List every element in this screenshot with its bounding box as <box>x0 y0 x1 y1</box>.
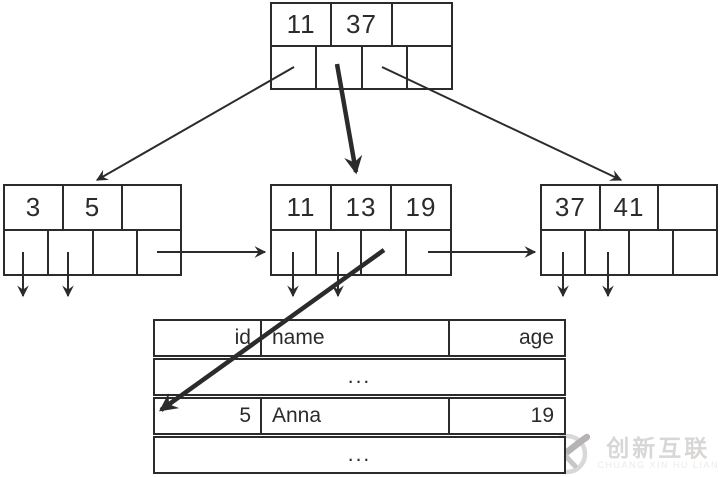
table-header-row: id name age <box>153 319 566 357</box>
pointer-cell <box>630 231 674 274</box>
key-cell: 11 <box>272 186 332 229</box>
table-data-row: 5 Anna 19 <box>153 397 566 435</box>
key-cell: 37 <box>332 4 393 45</box>
data-cell-id: 5 <box>155 399 262 433</box>
tree-node-leaf-middle: 11 13 19 <box>270 184 452 276</box>
table-ellipsis-row: ... <box>153 436 566 474</box>
pointer-cell <box>362 231 407 274</box>
pointer-cell <box>49 231 94 274</box>
key-cell: 41 <box>601 186 660 229</box>
table-ellipsis-row: ... <box>153 358 566 396</box>
key-cell: 5 <box>64 186 123 229</box>
pointer-row <box>272 231 450 274</box>
key-cell-empty <box>659 186 716 229</box>
key-row: 11 37 <box>272 4 451 47</box>
key-cell-empty <box>393 4 451 45</box>
ellipsis-text: ... <box>347 443 372 466</box>
key-row: 3 5 <box>5 186 180 231</box>
tree-node-leaf-left: 3 5 <box>3 184 182 276</box>
pointer-row <box>542 231 716 274</box>
pointer-cell <box>317 47 363 88</box>
key-cell-empty <box>123 186 180 229</box>
data-cell-name: Anna <box>262 399 450 433</box>
pointer-cell <box>407 231 450 274</box>
key-cell: 3 <box>5 186 64 229</box>
key-row: 37 41 <box>542 186 716 231</box>
header-cell-id: id <box>155 321 262 355</box>
pointer-row <box>5 231 180 274</box>
pointer-cell <box>94 231 138 274</box>
pointer-cell <box>542 231 586 274</box>
watermark-subtitle: CHUANG XIN HU LIAN <box>597 460 719 471</box>
pointer-cell <box>317 231 362 274</box>
pointer-row <box>272 47 451 88</box>
ellipsis-text: ... <box>347 365 372 388</box>
key-cell: 37 <box>542 186 601 229</box>
tree-node-root: 11 37 <box>270 2 453 90</box>
pointer-cell <box>586 231 630 274</box>
pointer-cell <box>674 231 716 274</box>
key-cell: 11 <box>272 4 333 45</box>
pointer-cell <box>138 231 180 274</box>
key-cell: 13 <box>332 186 392 229</box>
pointer-cell <box>408 47 451 88</box>
db-table: id name age ... 5 Anna 19 ... <box>153 319 566 474</box>
watermark-text-block: 创新互联 CHUANG XIN HU LIAN <box>597 436 719 470</box>
pointer-cell <box>363 47 408 88</box>
pointer-cell <box>5 231 50 274</box>
data-cell-age: 19 <box>530 404 554 427</box>
header-cell-age: age <box>518 326 554 349</box>
key-cell: 19 <box>405 192 437 222</box>
header-cell-name: name <box>262 321 450 355</box>
tree-node-leaf-right: 37 41 <box>540 184 718 276</box>
pointer-cell <box>272 47 318 88</box>
arrow-root-to-left-leaf <box>95 66 295 181</box>
watermark-title: 创新互联 <box>606 434 711 461</box>
watermark: 创新互联 CHUANG XIN HU LIAN <box>544 430 719 476</box>
key-row: 11 13 19 <box>272 186 450 231</box>
pointer-cell <box>272 231 317 274</box>
